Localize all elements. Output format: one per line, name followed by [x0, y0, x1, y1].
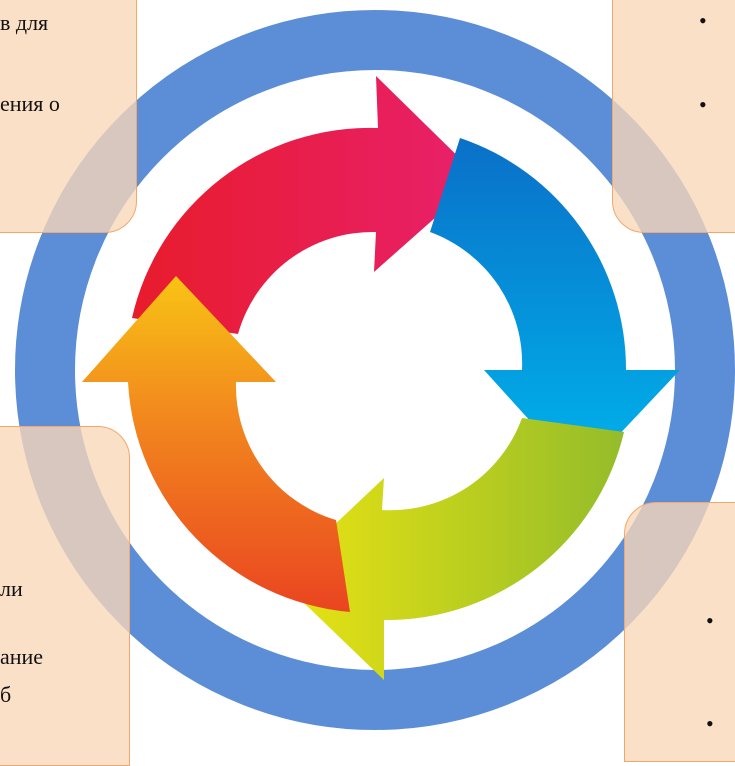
card-top-right [612, 0, 735, 233]
card-top-left-line-1: в для [0, 10, 49, 35]
arrow-red [132, 76, 480, 334]
card-bottom-left-line-3: б [0, 682, 12, 707]
card-bottom-right-bullet-1: • [706, 608, 714, 633]
card-bottom-right-bullet-2: • [706, 711, 714, 736]
card-bottom-left-line-2: ание [0, 644, 44, 669]
card-bottom-left [0, 426, 130, 766]
card-top-right-bullet-2: • [699, 92, 707, 117]
cycle-diagram [15, 10, 735, 730]
arrow-blue [430, 138, 680, 476]
card-top-left [0, 0, 137, 233]
card-top-left-line-2: ения о [0, 91, 60, 116]
arrow-orange [82, 276, 350, 612]
card-top-right-bullet-1: • [699, 8, 707, 33]
card-bottom-left-line-1: ли [0, 576, 23, 601]
card-bottom-right [624, 502, 735, 762]
outer-ring [15, 10, 735, 730]
arrow-green [278, 418, 624, 680]
